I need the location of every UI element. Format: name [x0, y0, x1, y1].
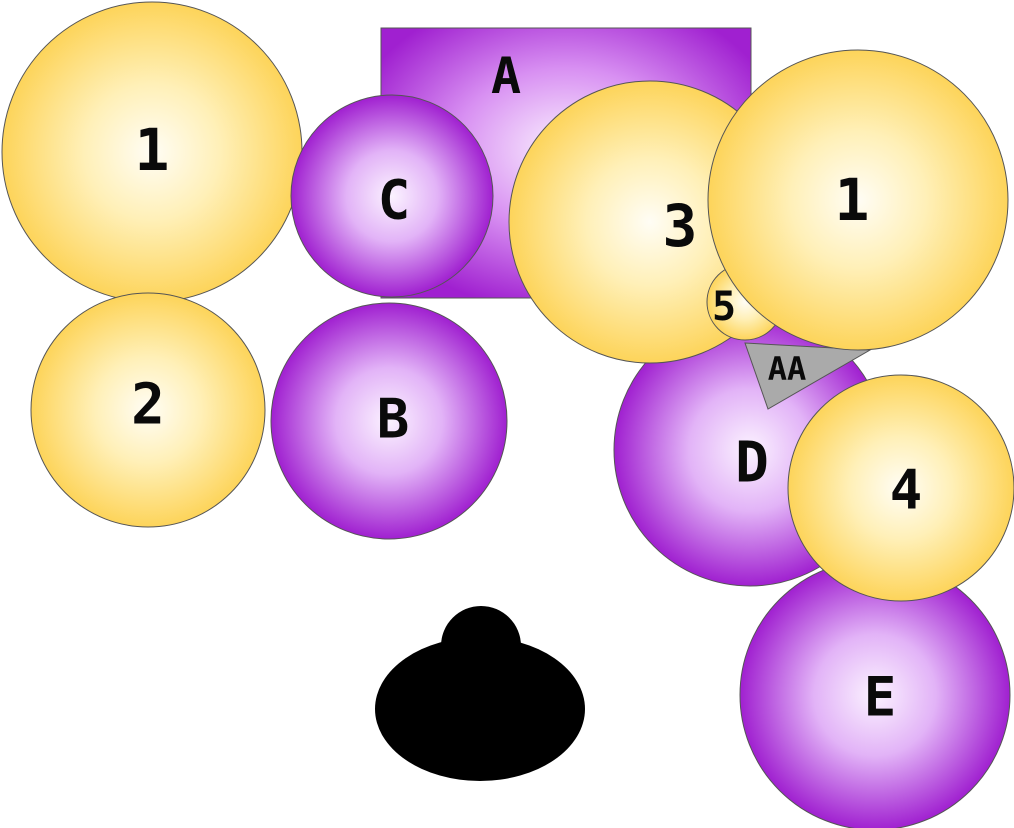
circle-c: C [290, 94, 494, 298]
circle-2: 2 [30, 292, 266, 528]
circle-3-label: 3 [663, 192, 698, 260]
circle-5-label: 5 [712, 284, 736, 330]
circle-1-right: 1 [707, 49, 1009, 351]
circle-d-label: D [735, 431, 769, 496]
triangle-aa: AA [744, 342, 872, 410]
circle-4-label: 4 [890, 459, 923, 522]
circle-1-left: 1 [1, 1, 303, 303]
triangle-aa-label: AA [768, 350, 807, 388]
circle-c-label: C [378, 169, 411, 232]
circle-1-right-label: 1 [835, 166, 870, 234]
black-blob-marker [375, 606, 585, 781]
circle-e: E [739, 559, 1011, 828]
circle-b-label: B [377, 388, 410, 451]
rect-a-label: A [491, 47, 521, 105]
circle-b: B [270, 302, 508, 540]
circle-2-label: 2 [131, 373, 165, 438]
circle-4: 4 [787, 374, 1014, 602]
circle-e-label: E [864, 666, 897, 729]
circle-1-left-label: 1 [135, 116, 170, 184]
